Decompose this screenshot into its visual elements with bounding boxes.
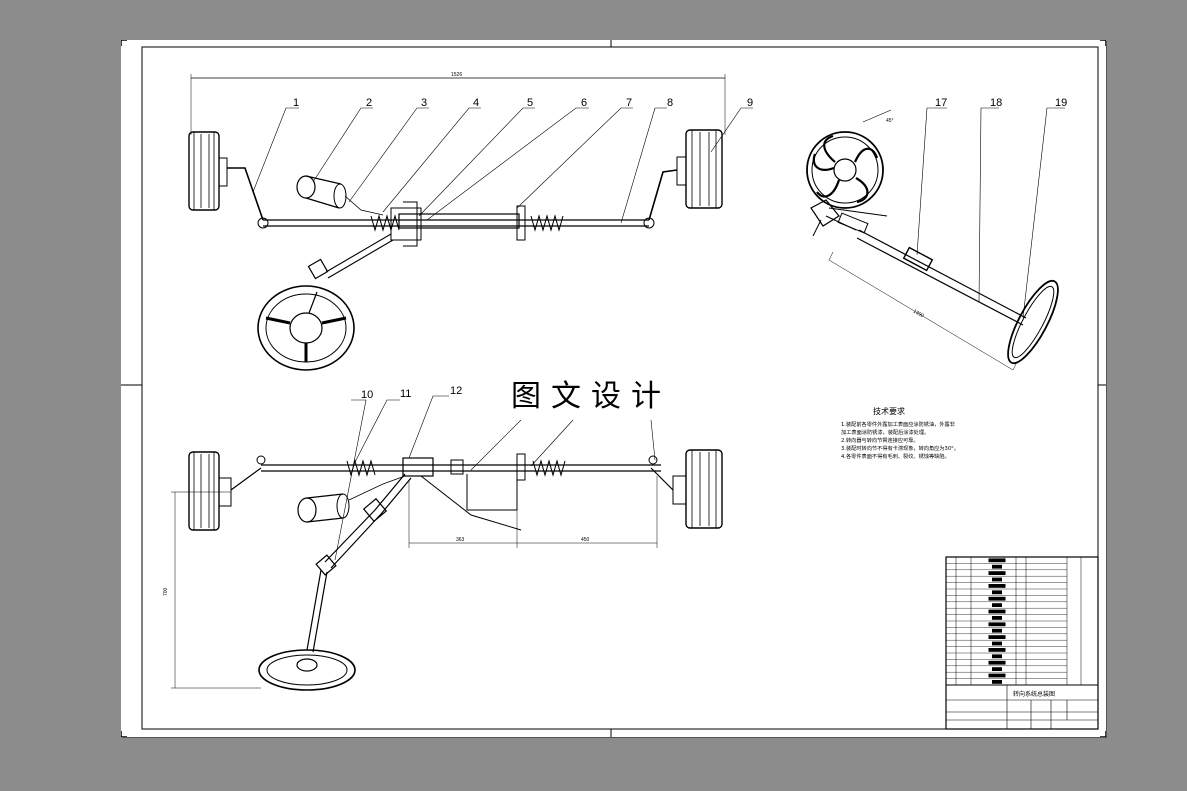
left-wheel-front [188, 451, 232, 531]
parts-row-redacted-text [988, 648, 1006, 652]
dimension-angle: 45° [886, 118, 894, 124]
right-wheel-front [672, 449, 723, 529]
parts-row-redacted-text [992, 641, 1002, 646]
parts-row-redacted-text [992, 628, 1002, 633]
assembly-drawing: 1526 [121, 40, 1106, 737]
leader-lines-front [334, 395, 656, 561]
left-wheel-top [188, 131, 228, 211]
intermediate-shaft-front [324, 473, 412, 569]
parts-row-redacted-text [988, 584, 1006, 588]
balloon-19: 19 [1055, 97, 1067, 109]
fluid-line [420, 474, 522, 531]
tech-req-item-3: 2.转向器与转向节臂连接应可靠。 [841, 436, 919, 444]
steering-wheel-iso [1007, 279, 1059, 365]
parts-row-redacted-text [988, 609, 1006, 614]
parts-row-redacted-text [988, 622, 1006, 627]
balloon-8: 8 [667, 97, 673, 109]
parts-row-redacted-text [988, 571, 1006, 575]
parts-row-redacted-text [988, 673, 1006, 678]
dimension-overall: 1526 [451, 72, 462, 78]
parts-row-redacted-text [988, 558, 1006, 563]
rack-housing [398, 213, 520, 229]
steering-gear-front [402, 457, 434, 477]
steering-wheel-front [258, 649, 356, 691]
parts-row-redacted-text [992, 667, 1002, 671]
balloon-17: 17 [935, 97, 947, 109]
tech-req-item-2: 加工表面涂防锈漆，装配后涂漆处理。 [841, 428, 929, 436]
tech-req-item-5: 4.各零件表面不得有毛刺、裂纹、锈蚀等缺陷。 [841, 452, 950, 460]
tech-req-title: 技术要求 [873, 406, 905, 416]
universal-joint-top [307, 258, 329, 280]
balloon-5: 5 [527, 97, 533, 109]
parts-row-redacted-text [992, 603, 1002, 607]
drawing-frame [141, 46, 1099, 730]
intermediate-shaft-top [325, 233, 394, 279]
parts-row-redacted-text [992, 577, 1002, 582]
balloon-3: 3 [421, 97, 427, 109]
drawing-name: 转向系统总装图 [1013, 690, 1055, 698]
universal-joint-front-1 [362, 497, 388, 523]
steering-wheel-top [257, 285, 355, 371]
dimension-vertical-line [171, 491, 261, 689]
leader-lines-iso [916, 107, 1065, 319]
left-bellows-front [346, 459, 376, 477]
balloon-9: 9 [747, 97, 753, 109]
dimension-lines-front [408, 476, 658, 548]
balloon-12: 12 [450, 385, 462, 397]
right-bellows [530, 214, 564, 232]
parts-row-redacted-text [988, 660, 1006, 665]
balloon-18: 18 [990, 97, 1002, 109]
parts-row-redacted-text [992, 654, 1002, 659]
rack-assembly-iso [810, 199, 888, 237]
tech-req-item-4: 3.装配时转向节不得有卡滞现象，转向角应为30°。 [841, 444, 959, 452]
drawing-sheet: 1526 [121, 40, 1106, 737]
parts-row-redacted-text [992, 564, 1002, 569]
parts-list-and-title-block: 转向系统总装图 [945, 556, 1099, 730]
parts-row-redacted-text [988, 635, 1006, 639]
dimension-left-half: 363 [456, 537, 465, 543]
watermark-text: 图文设计 [511, 379, 671, 414]
parts-row-redacted-text [988, 596, 1006, 601]
balloon-11: 11 [400, 388, 411, 400]
balloon-1: 1 [293, 97, 299, 109]
technical-requirements: 技术要求 1.装配前各零件外露加工表面应涂防锈油，外露非 加工表面涂防锈漆，装配… [841, 406, 959, 460]
lower-column-front [306, 569, 328, 653]
leader-lines-top [252, 107, 753, 224]
road-wheel-iso: 45° [806, 109, 894, 209]
universal-joint-front-2 [315, 554, 337, 576]
assist-motor-top [296, 175, 384, 216]
tie-rod-front [261, 464, 661, 472]
right-wheel-top [676, 129, 723, 209]
dimension-right-half: 450 [581, 537, 590, 543]
dimension-vertical: 700 [163, 587, 169, 596]
steering-gear [390, 201, 422, 247]
parts-row-redacted-text [992, 590, 1002, 595]
steering-column-iso [856, 229, 1027, 326]
front-assembly-view: 363 450 700 10 11 12 [163, 385, 723, 691]
isometric-column-view: 45° 1390 17 18 19 [806, 97, 1067, 371]
parts-list-rows [946, 557, 1082, 686]
right-bellows-front [532, 459, 566, 477]
tech-req-item-1: 1.装配前各零件外露加工表面应涂防锈油，外露非 [841, 420, 955, 428]
left-bellows [370, 214, 400, 232]
knuckle-arms [227, 167, 678, 221]
tie-rod [263, 219, 649, 227]
balloon-6: 6 [581, 97, 587, 109]
balloon-7: 7 [626, 97, 632, 109]
assist-motor-front [297, 475, 406, 523]
column-joint-iso [902, 246, 934, 272]
top-assembly-view: 1526 [188, 72, 753, 371]
balloon-4: 4 [473, 97, 479, 109]
balloon-10: 10 [361, 389, 373, 401]
balloon-2: 2 [366, 97, 372, 109]
parts-row-redacted-text [992, 616, 1002, 620]
parts-row-redacted-text [992, 680, 1002, 684]
center-marks [121, 40, 1106, 737]
dimension-column: 1390 [912, 309, 925, 320]
